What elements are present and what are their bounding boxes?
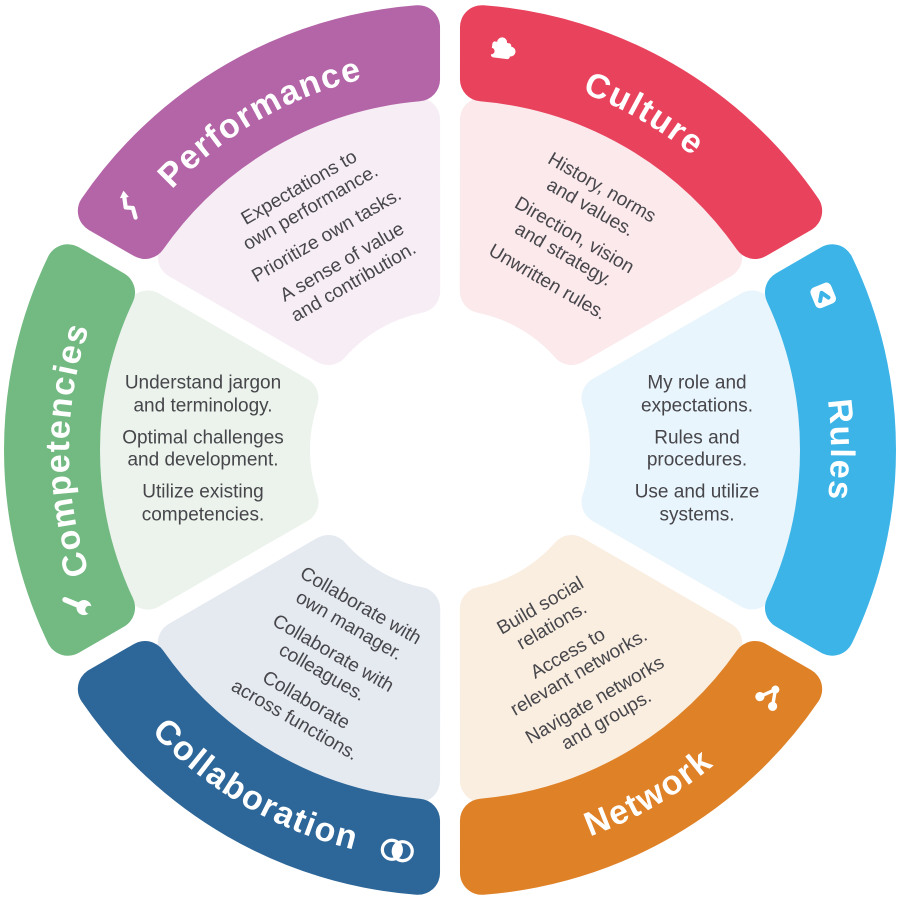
bullet-text: Optimal challenges and development.: [122, 427, 284, 471]
bullet-text: Use and utilize systems.: [634, 481, 760, 526]
segment-bullets-competencies: Understand jargon and terminology. Optima…: [78, 364, 328, 537]
bullet-text: Understand jargon and terminology.: [124, 372, 282, 417]
segment-band: [459, 5, 823, 260]
bullet-text: Utilize existing competencies.: [141, 481, 265, 526]
segment-band: [77, 640, 441, 895]
segment-wedge: [459, 534, 743, 803]
segment-performance: Performance: [77, 5, 441, 366]
trend-up-arrow-icon: [119, 190, 138, 220]
segment-band: [459, 640, 823, 895]
checkbox-arrow-icon: [810, 282, 837, 309]
puzzle-icon: [488, 37, 516, 60]
segment-title: Rules: [820, 397, 861, 503]
segment-wedge: [157, 534, 441, 803]
segment-rules: Rules: [581, 244, 896, 656]
segment-wedge: [459, 97, 743, 366]
segment-bullets-rules: My role and expectations. Rules and proce…: [572, 364, 822, 537]
segment-wedge: [581, 290, 804, 610]
wrench-icon: [62, 596, 98, 616]
segment-network: Network: [459, 534, 823, 895]
share-nodes-icon: [755, 685, 780, 711]
bullet-text: Rules and procedures.: [646, 427, 748, 471]
segment-wedge: [96, 290, 319, 610]
segment-band: [4, 244, 136, 656]
segment-wedge: [157, 97, 441, 366]
segment-competencies: Competencies: [4, 244, 319, 656]
segment-band: [77, 5, 441, 260]
segment-band: [764, 244, 896, 656]
segment-collaboration: Collaboration: [77, 534, 441, 895]
overlapping-circles-icon: [380, 838, 414, 863]
segment-culture: Culture: [459, 5, 823, 366]
bullet-text: My role and expectations.: [641, 372, 753, 417]
